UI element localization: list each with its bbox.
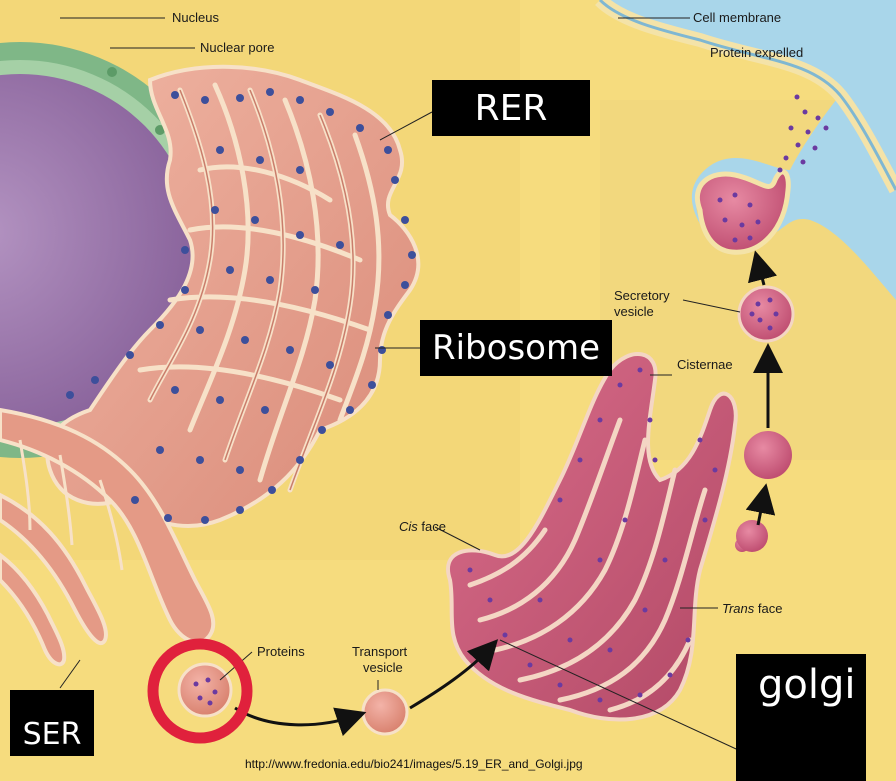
label-protein-expelled: Protein expelled — [710, 45, 803, 60]
transport-vesicle — [363, 690, 407, 734]
source-url: http://www.fredonia.edu/bio241/images/5.… — [245, 757, 583, 771]
protein-vesicle — [179, 664, 231, 716]
golgi-vesicle-mid — [736, 520, 768, 552]
label-cis-face: Cis face — [399, 519, 446, 534]
golgi-vesicle-large — [744, 431, 792, 479]
label-secretory-line2: vesicle — [614, 304, 654, 319]
label-trans-face: Trans face — [722, 601, 782, 616]
label-transport-line2: vesicle — [363, 660, 403, 675]
label-transport-line1: Transport — [352, 644, 408, 659]
label-cell-membrane: Cell membrane — [693, 10, 781, 25]
overlay-golgi: golgi — [736, 654, 866, 781]
overlay-rer: RER — [432, 80, 590, 136]
label-cisternae: Cisternae — [677, 357, 733, 372]
label-proteins: Proteins — [257, 644, 305, 659]
label-secretory-line1: Secretory — [614, 288, 670, 303]
secretory-vesicle — [739, 287, 793, 341]
label-nuclear-pore: Nuclear pore — [200, 40, 274, 55]
overlay-ribosome: Ribosome — [420, 320, 612, 376]
label-nucleus: Nucleus — [172, 10, 219, 25]
overlay-ser: SER — [10, 690, 94, 756]
